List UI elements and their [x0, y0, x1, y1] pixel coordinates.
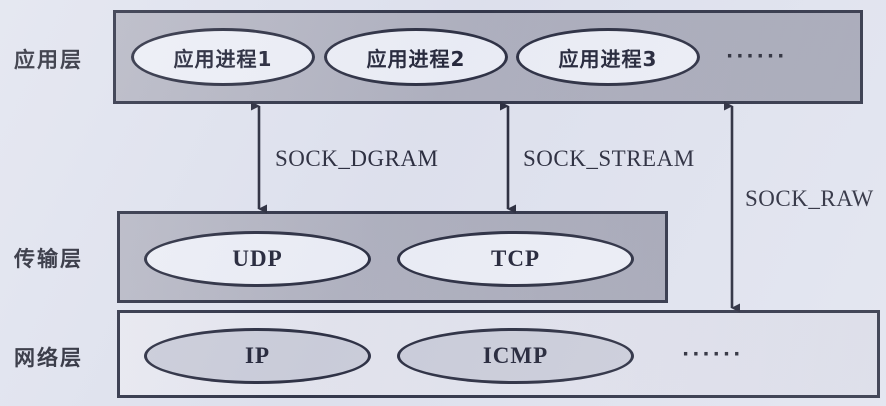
layer-label-application: 应用层: [14, 48, 83, 72]
layer-label-transport: 传输层: [14, 247, 83, 271]
node-app-process-1[interactable]: 应用进程1: [131, 28, 315, 86]
node-app-process-3-label: 应用进程3: [558, 46, 658, 71]
node-udp-label: UDP: [232, 246, 283, 271]
application-layer-ellipsis: ······: [726, 45, 788, 67]
node-app-process-1-label: 应用进程1: [173, 46, 273, 71]
connection-label-sock-dgram: SOCK_DGRAM: [275, 146, 439, 171]
node-tcp-label: TCP: [491, 246, 540, 271]
node-udp[interactable]: UDP: [144, 231, 371, 287]
application-layer-box: 应用进程1 应用进程2 应用进程3 ······: [113, 10, 863, 104]
node-ip-label: IP: [245, 343, 270, 368]
node-app-process-3[interactable]: 应用进程3: [516, 28, 700, 86]
transport-layer-box: UDP TCP: [117, 211, 668, 303]
connection-label-sock-raw: SOCK_RAW: [745, 186, 874, 211]
network-layer-box: IP ICMP ······: [117, 310, 880, 398]
node-tcp[interactable]: TCP: [397, 231, 634, 287]
layer-label-network: 网络层: [14, 346, 83, 370]
node-ip[interactable]: IP: [144, 328, 371, 384]
network-layer-ellipsis: ······: [682, 343, 744, 365]
node-app-process-2[interactable]: 应用进程2: [324, 28, 508, 86]
node-icmp[interactable]: ICMP: [397, 328, 634, 384]
node-icmp-label: ICMP: [482, 343, 549, 368]
node-app-process-2-label: 应用进程2: [366, 46, 466, 71]
connection-label-sock-stream: SOCK_STREAM: [523, 146, 695, 171]
